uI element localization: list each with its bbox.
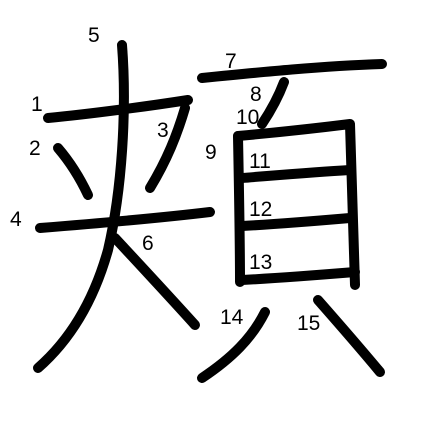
stroke-number-14: 14 <box>220 306 244 329</box>
stroke-8 <box>257 77 289 129</box>
stroke-3 <box>145 103 190 193</box>
stroke-number-3: 3 <box>157 119 169 142</box>
stroke-13 <box>237 267 360 285</box>
stroke-15 <box>313 295 385 377</box>
stroke-number-8: 8 <box>250 83 262 106</box>
stroke-5 <box>33 40 129 373</box>
stroke-10 <box>233 119 360 290</box>
stroke-number-9: 9 <box>205 141 217 164</box>
stroke-9 <box>233 131 245 287</box>
stroke-4 <box>35 207 215 233</box>
stroke-11 <box>237 165 355 183</box>
stroke-number-11: 11 <box>249 150 271 173</box>
stroke-12 <box>237 213 355 231</box>
stroke-number-15: 15 <box>297 312 320 335</box>
stroke-number-6: 6 <box>142 232 154 255</box>
stroke-number-4: 4 <box>10 208 22 231</box>
stroke-number-10: 10 <box>236 106 259 129</box>
stroke-number-2: 2 <box>29 137 41 160</box>
stroke-14 <box>197 307 270 383</box>
stroke-number-12: 12 <box>249 198 272 221</box>
stroke-number-1: 1 <box>31 93 43 116</box>
stroke-2 <box>53 143 93 200</box>
stroke-number-5: 5 <box>88 24 100 47</box>
stroke-6 <box>110 233 200 330</box>
stroke-1 <box>43 95 193 123</box>
stroke-number-13: 13 <box>249 251 272 274</box>
stroke-7 <box>197 59 387 83</box>
stroke-number-7: 7 <box>225 50 237 73</box>
